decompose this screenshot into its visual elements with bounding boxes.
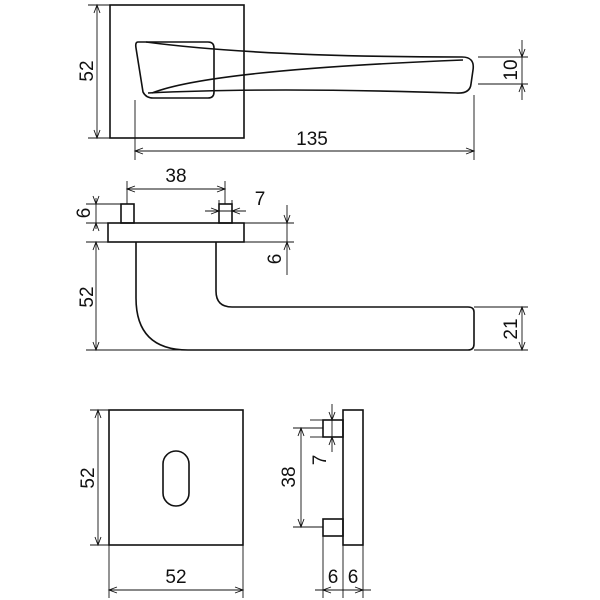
keyhole-slot (162, 450, 190, 507)
left-pin (120, 203, 135, 224)
lever-side-view: 38 7 6 6 52 21 (74, 166, 528, 352)
side-plate (342, 409, 364, 546)
key-rose-outline (108, 409, 244, 546)
lever-inner-edge (151, 59, 464, 94)
dim-top-rose-height: 52 (77, 60, 98, 81)
square-rose-outline (109, 4, 245, 139)
dim-lever-length: 135 (296, 129, 328, 150)
dim-lever-thickness: 10 (501, 59, 522, 80)
key-rose-side-view: 38 7 6 6 (279, 404, 371, 598)
side-bottom-pin (322, 518, 344, 537)
right-pin (218, 203, 233, 224)
key-rose-front-view: 52 52 (78, 408, 245, 598)
dim-pin-width: 7 (255, 189, 266, 210)
dim-pin-height: 6 (74, 208, 95, 219)
dim-spindle-spacing: 38 (165, 166, 186, 187)
dim-lever-end-height: 21 (501, 318, 522, 339)
side-top-pin (322, 419, 344, 438)
lever-neck-outline (134, 41, 215, 99)
dim-side-pin: 7 (310, 455, 331, 466)
dim-side-plate-depth: 6 (348, 567, 359, 588)
dim-side-pin-depth: 6 (328, 567, 339, 588)
lever-body-side (135, 242, 475, 351)
dim-key-rose-width: 52 (165, 567, 186, 588)
dim-side-spacing: 38 (279, 466, 300, 487)
dim-key-rose-height: 52 (78, 467, 99, 488)
dim-rose-thickness: 6 (265, 254, 286, 265)
rose-plate-side (107, 222, 245, 243)
lever-top-view: 52 10 135 (77, 3, 528, 160)
lever-blade-outline (145, 41, 475, 94)
dim-lever-drop: 52 (77, 286, 98, 307)
